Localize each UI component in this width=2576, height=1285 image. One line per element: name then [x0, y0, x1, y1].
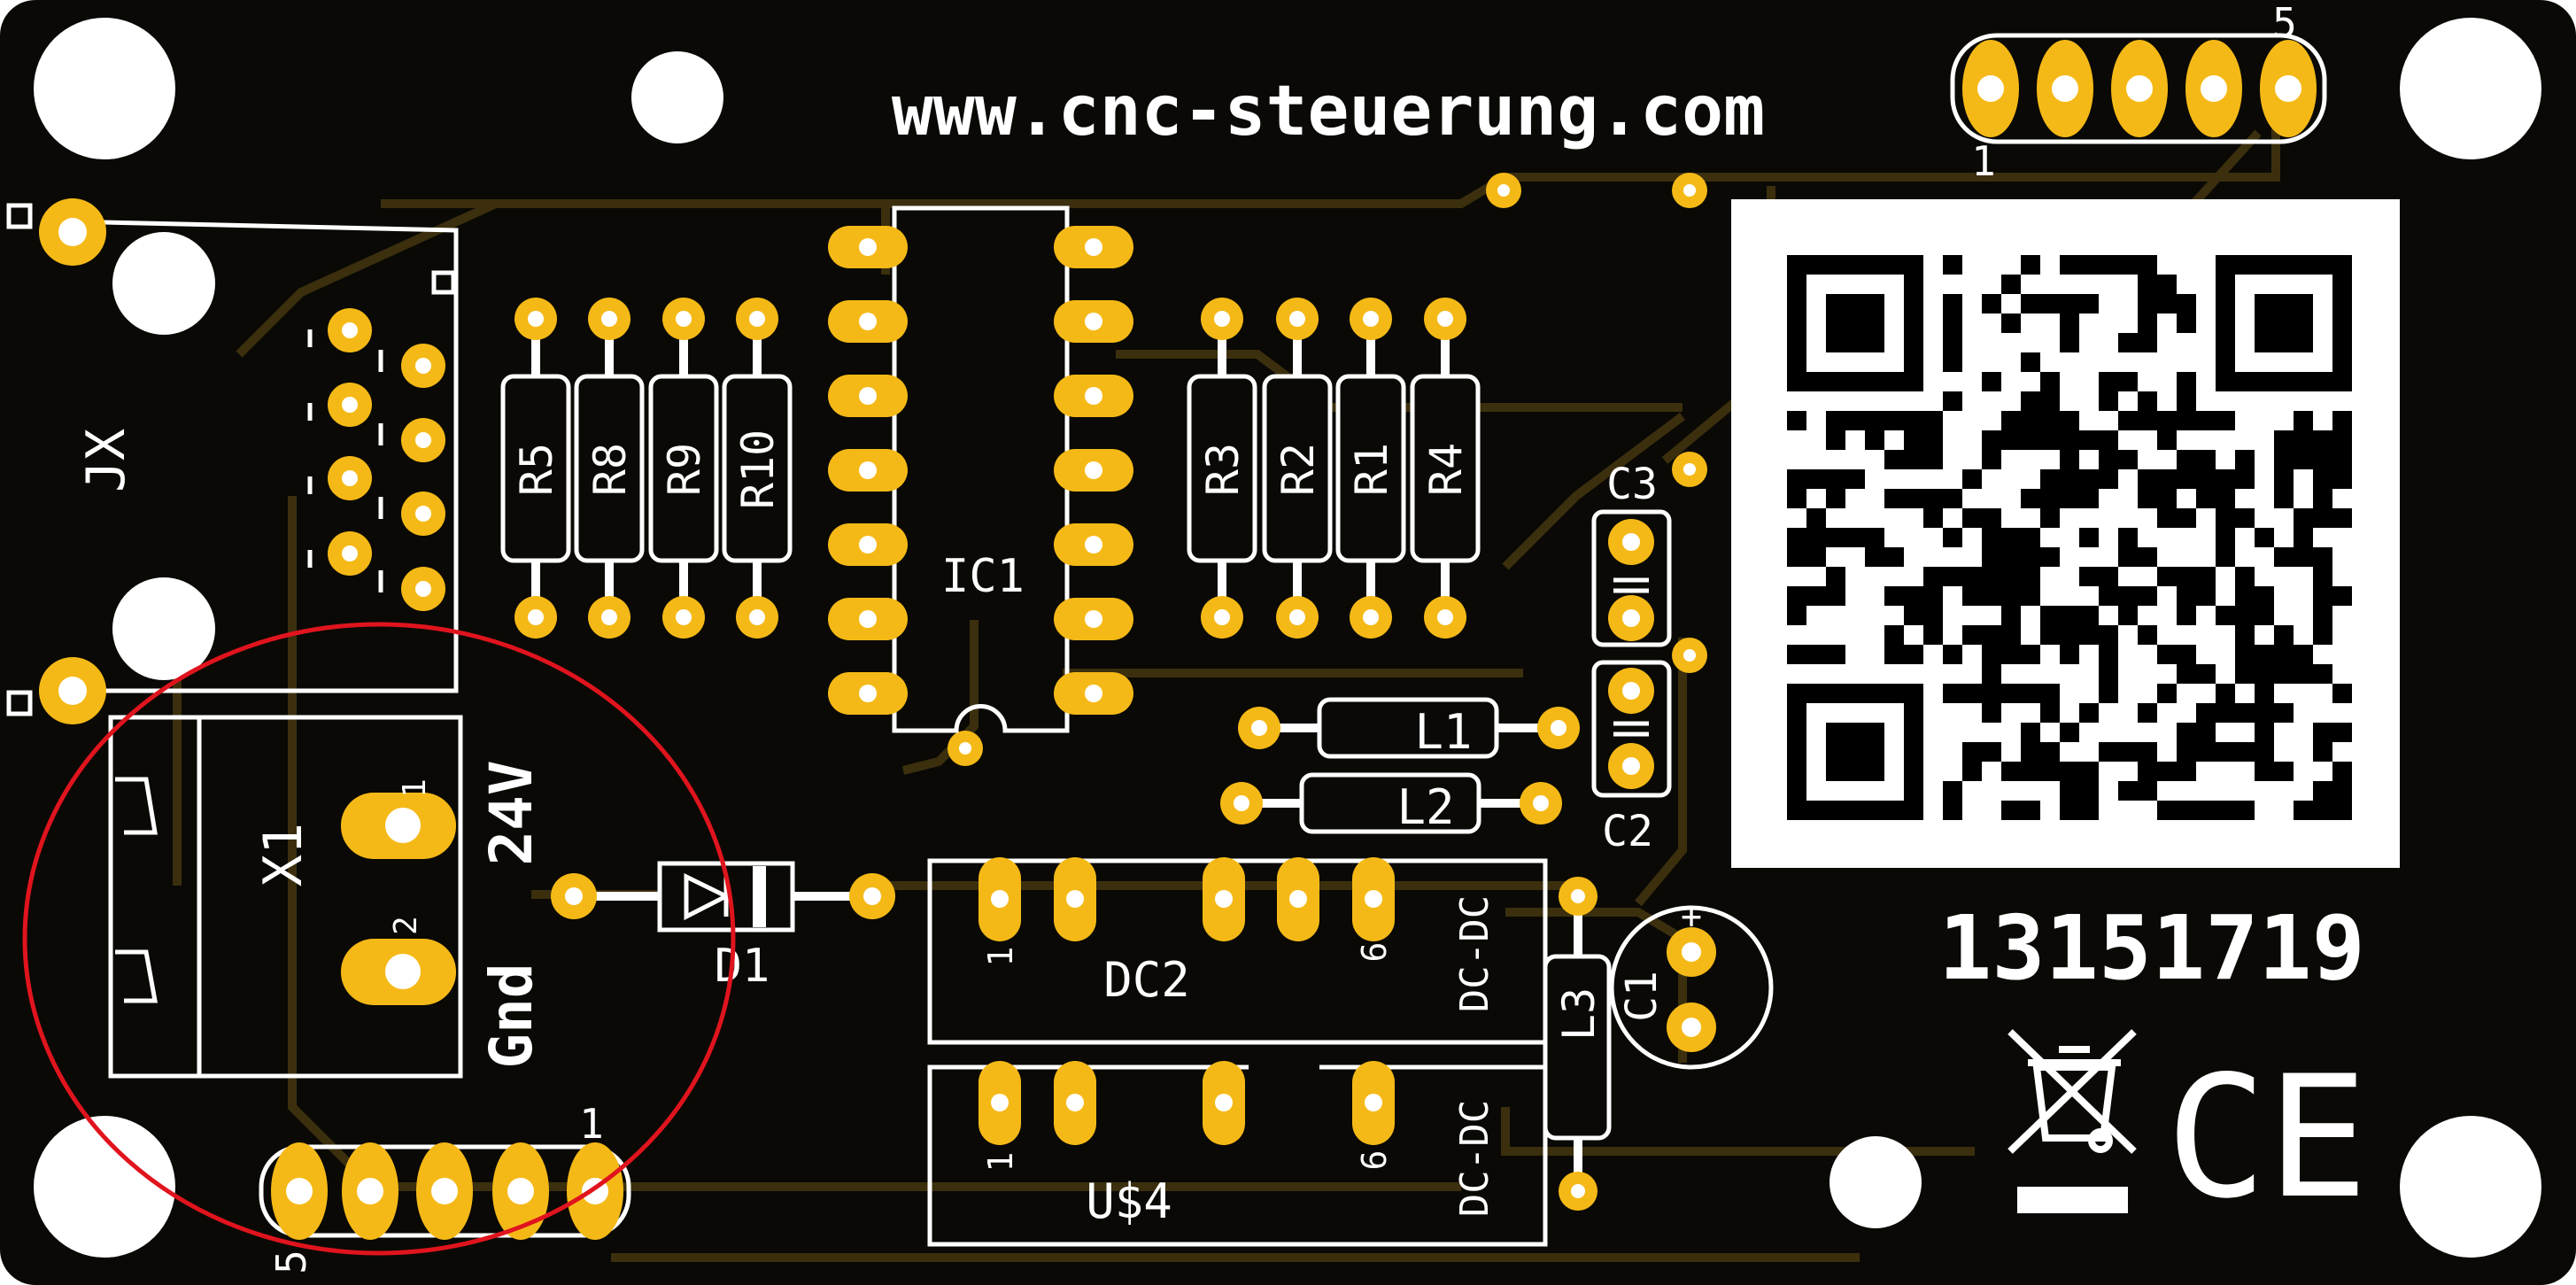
x1-pin2-name: Gnd	[477, 963, 545, 1068]
c2-label: C2	[1602, 807, 1653, 856]
resistor-r10: R10	[722, 298, 793, 639]
inductor-l3: L3	[1543, 877, 1612, 1211]
diode-d1: D1	[551, 861, 895, 993]
ce-mark-text: CE	[2166, 1040, 2369, 1235]
u4-pin6: 6	[1355, 1150, 1394, 1171]
bottom-header-pin1-label: 1	[579, 1100, 604, 1148]
highlight-circle	[22, 622, 736, 1256]
resistor-r5: R5	[500, 298, 571, 639]
c1-label: C1	[1617, 971, 1667, 1022]
resistor-label: R8	[584, 443, 636, 496]
resistor-r9: R9	[648, 298, 719, 639]
c3-label: C3	[1606, 460, 1658, 509]
resistor-label: R3	[1197, 443, 1249, 496]
inductor-l2: L2	[1220, 772, 1562, 835]
resistor-r4: R4	[1410, 298, 1481, 639]
resistors-left: R5 R8 R9 R10	[500, 298, 793, 639]
u4-pin1: 1	[981, 1152, 1020, 1173]
dc2-pin1: 1	[981, 947, 1020, 967]
l1-label: L1	[1414, 704, 1472, 760]
jx-label: JX	[75, 429, 137, 492]
top-header-pin5-label: 5	[2272, 0, 2297, 47]
top-pin-header: 1 5	[1950, 0, 2327, 185]
ic1-label: IC1	[941, 550, 1025, 603]
x1-pin1-name: 24V	[477, 760, 545, 865]
serial-number: 13151719	[1938, 896, 2365, 1000]
mounting-holes	[34, 18, 2541, 1258]
u4-type: DC-DC	[1452, 1100, 1497, 1217]
x1-pin1-number: 1	[397, 778, 433, 798]
mounting-hole-icon	[631, 51, 723, 143]
qr-code-icon	[1731, 199, 2400, 868]
mounting-hole-icon	[112, 232, 215, 335]
x1-terminal: X1 1 2 24V Gnd	[108, 715, 545, 1079]
dc2-type: DC-DC	[1452, 895, 1497, 1012]
dc2-name: DC2	[1103, 952, 1190, 1008]
top-header-pin1-label: 1	[1971, 137, 1996, 185]
resistor-label: R5	[511, 443, 562, 496]
url-label: www.cnc-steuerung.com	[892, 72, 1765, 151]
ce-mark-icon: CE	[2166, 1040, 2369, 1235]
inductor-l1: L1	[1238, 697, 1580, 760]
d1-label: D1	[715, 940, 770, 993]
resistor-label: R1	[1346, 443, 1397, 496]
l2-label: L2	[1396, 779, 1454, 835]
u4-module: U$4 DC-DC 1 6	[927, 1061, 1548, 1247]
ic1-chip: IC1	[828, 205, 1133, 733]
x1-pin2-number: 2	[388, 916, 424, 935]
mounting-hole-icon	[1830, 1136, 1922, 1228]
dc2-pin6: 6	[1355, 942, 1394, 963]
bottom-pin-header: 1 5	[259, 1100, 631, 1274]
mounting-hole-icon	[2400, 18, 2541, 159]
mounting-hole-icon	[34, 18, 175, 159]
capacitor-c2: C2	[1591, 660, 1672, 856]
capacitor-c1: + C1	[1609, 896, 1774, 1070]
bottom-header-pin5-label: 5	[267, 1250, 315, 1274]
mounting-hole-icon	[34, 1116, 175, 1258]
jx-connector: JX	[6, 198, 459, 724]
mounting-hole-icon	[2400, 1116, 2541, 1258]
resistor-r2: R2	[1262, 298, 1333, 639]
l3-label: L3	[1553, 987, 1605, 1041]
resistor-r8: R8	[574, 298, 645, 639]
mounting-hole-icon	[112, 577, 215, 680]
resistor-r3: R3	[1187, 298, 1257, 639]
dc2-module: DC2 DC-DC 1 6	[927, 857, 1548, 1045]
resistor-label: R10	[732, 430, 784, 509]
u4-name: U$4	[1086, 1173, 1172, 1229]
resistor-label: R4	[1420, 443, 1472, 496]
weee-bin-icon	[2007, 1029, 2137, 1213]
resistors-right: R3 R2 R1 R4	[1187, 298, 1481, 639]
resistor-label: R9	[659, 443, 710, 496]
resistor-r1: R1	[1335, 298, 1406, 639]
x1-label: X1	[252, 823, 314, 886]
resistor-label: R2	[1273, 443, 1324, 496]
capacitor-c3: C3	[1591, 460, 1672, 647]
